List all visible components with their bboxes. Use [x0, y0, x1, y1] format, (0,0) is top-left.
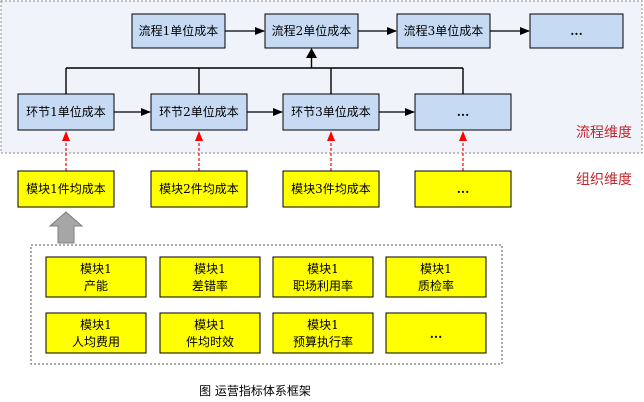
- aggregation-connector: [65, 48, 464, 94]
- metric-r2-3-line2: 预算执行率: [293, 334, 353, 349]
- metric-r2-2-line2: 件均时效: [186, 334, 234, 349]
- metric-r2-4-line1: ...: [430, 327, 443, 341]
- metric-r1-4-line2: 质检率: [418, 278, 454, 293]
- metric-r1-3-line1: 模块1: [307, 262, 339, 276]
- process-step-box-2: [150, 93, 248, 131]
- metric-box-r2-3: [272, 312, 374, 354]
- process-step-label-2: 环节2单位成本: [159, 104, 239, 119]
- process-top-box-3: [396, 13, 491, 49]
- process-top-label-2: 流程2单位成本: [272, 23, 352, 38]
- metric-box-r2-4: [385, 312, 487, 354]
- metric-r1-2-line1: 模块1: [194, 262, 226, 276]
- metric-box-r1-1: [45, 256, 147, 298]
- module-box-1: [17, 170, 115, 208]
- metric-box-r2-2: [159, 312, 261, 354]
- module-label-1: 模块1件均成本: [26, 182, 106, 196]
- metric-box-r2-1: [45, 312, 147, 354]
- module-box-3: [282, 170, 380, 208]
- process-top-label-3: 流程3单位成本: [404, 23, 484, 38]
- module-row: 模块1件均成本 模块2件均成本 模块3件均成本 ...: [17, 170, 512, 208]
- metrics-row-2: 模块1 人均费用 模块1 件均时效 模块1 预算执行率 ...: [45, 312, 487, 354]
- metrics-group-container: [30, 244, 503, 365]
- module-box-2: [150, 170, 248, 208]
- module-label-2: 模块2件均成本: [159, 182, 239, 196]
- metric-r2-1-line1: 模块1: [80, 318, 112, 332]
- module-to-step-arrows: [62, 131, 467, 171]
- process-step-box-1: [17, 93, 115, 131]
- aggregation-up-arrowhead: [306, 48, 317, 58]
- process-top-row: 流程1单位成本 流程2单位成本 流程3单位成本 ...: [131, 13, 624, 49]
- process-step-box-3: [282, 93, 380, 131]
- org-dimension-label: 组织维度: [576, 172, 632, 188]
- metric-r2-1-line2: 人均费用: [72, 335, 120, 349]
- process-step-label-3: 环节3单位成本: [291, 104, 371, 119]
- process-top-box-4: [529, 13, 624, 49]
- metric-box-r1-4: [385, 256, 487, 298]
- metric-r1-1-line1: 模块1: [80, 262, 112, 276]
- process-top-label-1: 流程1单位成本: [139, 23, 219, 38]
- metrics-row-1: 模块1 产能 模块1 差错率 模块1 职场利用率 模块1 质检率: [45, 256, 487, 298]
- metric-box-r1-3: [272, 256, 374, 298]
- process-step-label-4: ...: [457, 105, 470, 119]
- metric-r1-1-line2: 产能: [84, 279, 108, 293]
- module-label-3: 模块3件均成本: [291, 182, 371, 196]
- figure-caption: 图 运营指标体系框架: [199, 383, 311, 398]
- metric-r2-3-line1: 模块1: [307, 318, 339, 332]
- grey-up-block-arrow: [48, 211, 84, 244]
- metric-r1-4-line1: 模块1: [420, 262, 452, 276]
- process-dimension-label: 流程维度: [576, 125, 632, 141]
- process-step-box-4: [414, 93, 512, 131]
- process-top-label-4: ...: [570, 24, 583, 38]
- metric-box-r1-2: [159, 256, 261, 298]
- metric-r1-2-line2: 差错率: [192, 278, 228, 293]
- metric-r1-3-line2: 职场利用率: [293, 278, 353, 293]
- process-top-box-1: [131, 13, 226, 49]
- module-label-4: ...: [457, 182, 470, 196]
- metric-r2-2-line1: 模块1: [194, 318, 226, 332]
- module-box-4: [414, 170, 512, 208]
- process-step-label-1: 环节1单位成本: [26, 104, 106, 119]
- process-steps-row: 环节1单位成本 环节2单位成本 环节3单位成本 ...: [17, 93, 512, 131]
